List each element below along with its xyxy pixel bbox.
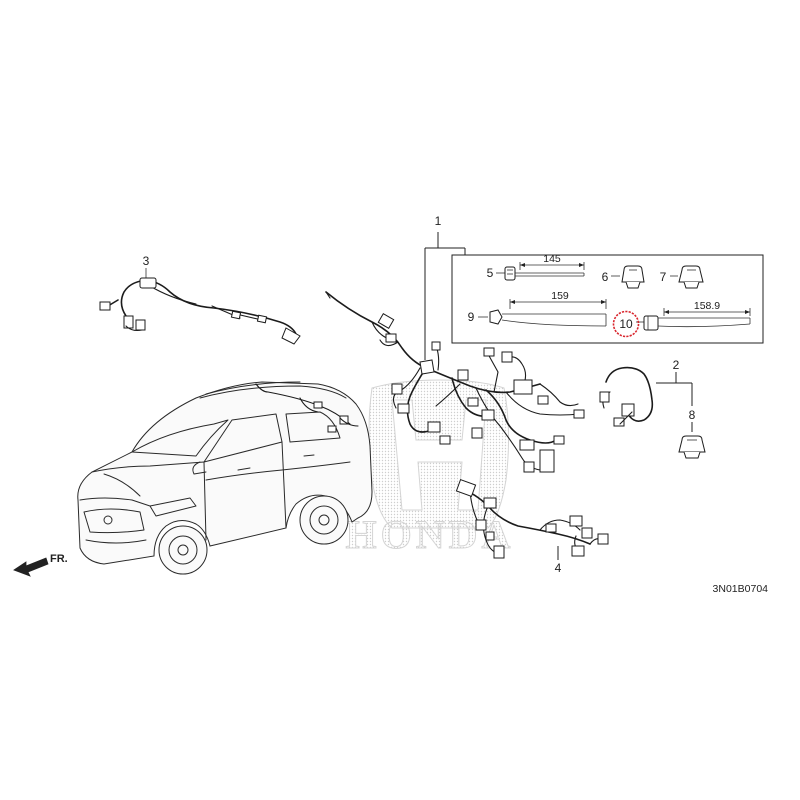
highlight-circle xyxy=(612,310,640,338)
watermark-text: HONDA xyxy=(346,512,515,557)
part-2-harness[interactable] xyxy=(599,366,654,427)
part-2-leader xyxy=(656,372,693,406)
callout-10[interactable]: 10 xyxy=(619,317,633,331)
part-3-harness[interactable] xyxy=(99,268,301,345)
callout-8[interactable]: 8 xyxy=(689,408,696,422)
dimension-159-label: 159 xyxy=(551,290,569,302)
part-1-kit-box xyxy=(424,232,764,360)
front-arrow-label: FR. xyxy=(50,553,68,565)
diagram-code: 3N01B0704 xyxy=(713,583,769,595)
dimension-159 xyxy=(509,299,607,309)
callout-9[interactable]: 9 xyxy=(468,310,475,324)
part-6-clip[interactable] xyxy=(611,265,645,289)
callout-5[interactable]: 5 xyxy=(487,266,494,280)
callout-1[interactable]: 1 xyxy=(435,214,442,228)
part-5-clip[interactable] xyxy=(496,266,585,281)
front-direction-arrow: FR. xyxy=(13,553,68,577)
part-8-clip[interactable] xyxy=(678,422,706,459)
dimension-145-label: 145 xyxy=(543,253,561,265)
dimension-158-9 xyxy=(663,308,751,316)
callout-4[interactable]: 4 xyxy=(555,561,562,575)
honda-watermark-logo: HONDA xyxy=(345,379,515,558)
part-1-main-harness[interactable] xyxy=(325,291,585,473)
callout-6[interactable]: 6 xyxy=(602,270,609,284)
dimension-158-9-label: 158.9 xyxy=(694,300,720,312)
vehicle-outline xyxy=(77,381,373,575)
callout-7[interactable]: 7 xyxy=(660,270,667,284)
part-10-band[interactable] xyxy=(636,315,751,331)
part-7-clip[interactable] xyxy=(670,265,704,289)
part-4-harness[interactable] xyxy=(455,478,609,559)
callout-2[interactable]: 2 xyxy=(673,358,680,372)
dimension-145 xyxy=(519,262,585,270)
callout-3[interactable]: 3 xyxy=(143,254,150,268)
part-9-band[interactable] xyxy=(478,309,607,327)
